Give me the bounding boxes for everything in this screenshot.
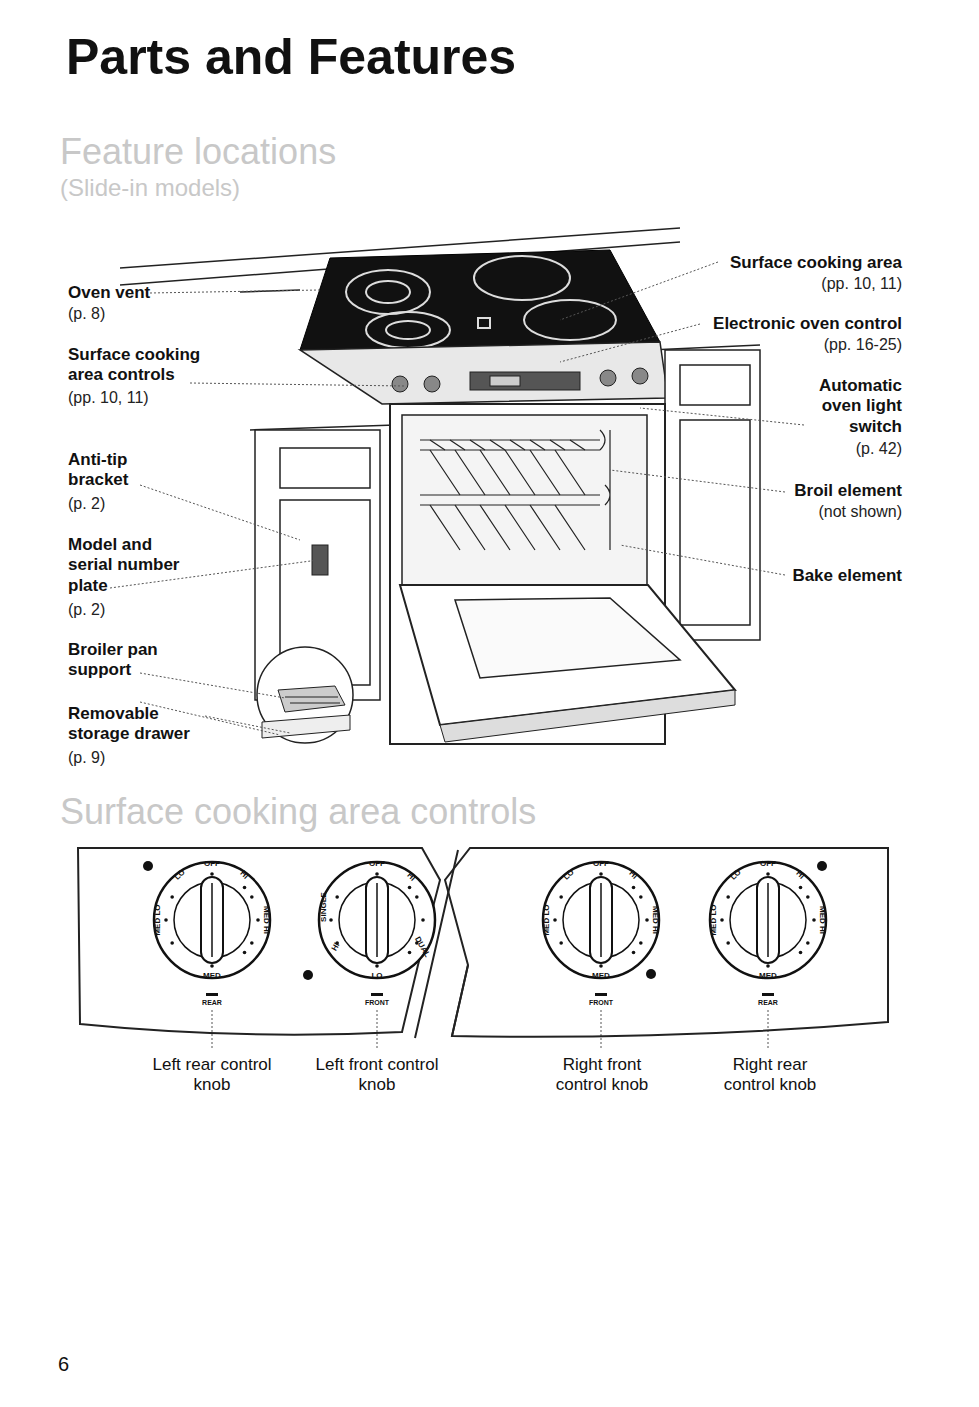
knob-setting: MED HI xyxy=(818,906,826,934)
part-callout: Surface cooking area xyxy=(690,253,902,273)
knob-panel xyxy=(78,848,888,1038)
leader-lines xyxy=(110,262,804,1050)
part-callout: (p. 2) xyxy=(68,494,168,513)
knob-setting: MED LO xyxy=(154,904,162,935)
part-callout: (p. 9) xyxy=(68,748,168,767)
knob-setting: MED HI xyxy=(262,906,270,934)
knob-position: REAR xyxy=(172,999,252,1007)
knob-position: FRONT xyxy=(561,999,641,1007)
knob-caption: Right front control knob xyxy=(540,1055,664,1096)
knob-dial xyxy=(147,855,277,985)
knob-position: FRONT xyxy=(337,999,417,1007)
part-callout: Model and serial number plate xyxy=(68,535,200,596)
part-callout: Removable storage drawer xyxy=(68,704,218,745)
part-callout: (p. 2) xyxy=(68,600,168,619)
part-callout: Broil element xyxy=(742,481,902,501)
part-callout: (pp. 16-25) xyxy=(690,335,902,354)
cooktop-glass xyxy=(300,250,660,350)
part-callout: Broiler pan support xyxy=(68,640,180,681)
part-callout: (pp. 10, 11) xyxy=(690,274,902,293)
knob-setting: OFF xyxy=(204,860,220,868)
knob-setting: MED xyxy=(203,972,221,980)
knob-caption: Right rear control knob xyxy=(708,1055,832,1096)
burners xyxy=(346,256,616,348)
part-callout: Bake element xyxy=(742,566,902,586)
knob-caption: Left rear control knob xyxy=(150,1055,274,1096)
knob-dial xyxy=(703,855,833,985)
countertop xyxy=(120,228,760,430)
knob-caption: Left front control knob xyxy=(315,1055,439,1096)
part-callout: (not shown) xyxy=(742,502,902,521)
knob-setting: MED xyxy=(759,972,777,980)
door-handle xyxy=(440,690,735,742)
page-number: 6 xyxy=(58,1352,98,1376)
knob-setting: MED HI xyxy=(651,906,659,934)
door-window xyxy=(455,598,680,678)
part-callout: Surface cooking area controls xyxy=(68,345,228,386)
panel-knobs xyxy=(392,368,648,392)
section-subheading: (Slide-in models) xyxy=(60,174,460,203)
part-callout: Automatic oven light switch xyxy=(792,376,902,437)
knob-setting: OFF xyxy=(593,860,609,868)
section-heading: Surface cooking area controls xyxy=(60,790,760,833)
knob-setting: OFF xyxy=(760,860,776,868)
knob-dots xyxy=(143,861,827,996)
knob-setting: OFF xyxy=(369,860,385,868)
part-callout: Electronic oven control xyxy=(670,314,902,334)
knob-setting: MED xyxy=(592,972,610,980)
control-knob: OFFLOHIMED LOMED HIMED xyxy=(147,855,277,985)
part-callout: (p. 42) xyxy=(792,439,902,458)
part-callout: Oven vent xyxy=(68,283,218,303)
magnifier xyxy=(257,647,353,743)
control-knob: OFFLOHIMED LOMED HIMED xyxy=(536,855,666,985)
knob-setting: MED LO xyxy=(710,904,718,935)
control-knob: OFFSINGLEHIHIDUALLO xyxy=(312,855,442,985)
knob-setting: LO xyxy=(371,972,382,980)
broiler-pan xyxy=(262,686,350,738)
control-knob: OFFLOHIMED LOMED HIMED xyxy=(703,855,833,985)
part-callout: Anti-tip bracket xyxy=(68,450,148,491)
oven-racks xyxy=(420,430,610,550)
page-title: Parts and Features xyxy=(66,28,516,86)
knob-dial xyxy=(312,855,442,985)
part-callout: (pp. 10, 11) xyxy=(68,388,218,407)
part-callout: (p. 8) xyxy=(68,304,218,323)
knob-dial xyxy=(536,855,666,985)
anti-tip-bracket xyxy=(312,545,328,575)
oven-cavity xyxy=(402,415,647,585)
knob-setting: MED LO xyxy=(543,904,551,935)
knob-position: REAR xyxy=(728,999,808,1007)
control-panel xyxy=(300,342,668,404)
knob-setting: SINGLE xyxy=(320,892,328,922)
section-heading: Feature locations xyxy=(60,130,560,173)
